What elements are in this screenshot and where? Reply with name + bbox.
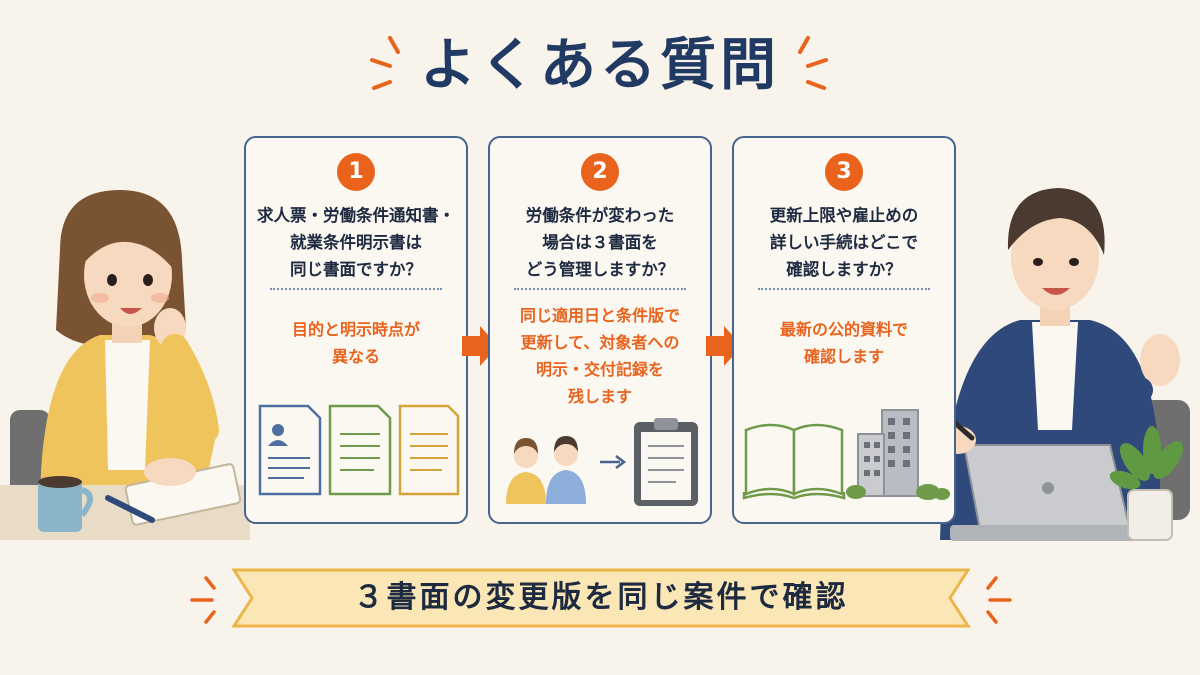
spark-right-decoration: [798, 36, 828, 90]
step-number-badge: 1: [337, 153, 375, 191]
step-number-badge: 3: [825, 153, 863, 191]
faq-card-1: 1 求人票・労働条件通知書・ 就業条件明示書は 同じ書面ですか？ 目的と明示時点…: [244, 136, 468, 524]
man-illustration: [935, 188, 1190, 541]
dotted-divider: [514, 288, 686, 290]
summary-banner-text: ３書面の変更版を同じ案件で確認: [353, 580, 849, 615]
faq-answer: 同じ適用日と条件版で 更新して、対象者への 明示・交付記録を 残します: [519, 306, 680, 406]
book-and-building-icon: [742, 409, 950, 500]
dotted-divider: [270, 288, 442, 290]
dotted-divider: [758, 288, 930, 290]
page-title: よくある質問: [420, 33, 780, 98]
faq-answer: 最新の公的資料で 確認します: [779, 320, 908, 366]
faq-card-3: 3 更新上限や雇止めの 詳しい手続はどこで 確認しますか？ 最新の公的資料で 確…: [732, 136, 956, 524]
faq-card-2: 2 労働条件が変わった 場合は３書面を どう管理しますか？ 同じ適用日と条件版で…: [488, 136, 712, 524]
faq-question: 求人票・労働条件通知書・ 就業条件明示書は 同じ書面ですか？: [257, 206, 455, 279]
documents-icon: [258, 404, 460, 496]
spark-right-decoration: [986, 576, 1012, 624]
faq-answer: 目的と明示時点が 異なる: [291, 320, 420, 366]
faq-question: 更新上限や雇止めの 詳しい手続はどこで 確認しますか？: [769, 206, 919, 279]
step-number-badge: 2: [581, 153, 619, 191]
summary-banner-shape: [231, 568, 971, 628]
faq-question: 労働条件が変わった 場合は３書面を どう管理しますか？: [525, 206, 675, 279]
spark-left-decoration: [370, 36, 400, 90]
spark-left-decoration: [190, 576, 216, 624]
woman-illustration: [0, 190, 250, 540]
people-to-clipboard-icon: [506, 418, 698, 506]
